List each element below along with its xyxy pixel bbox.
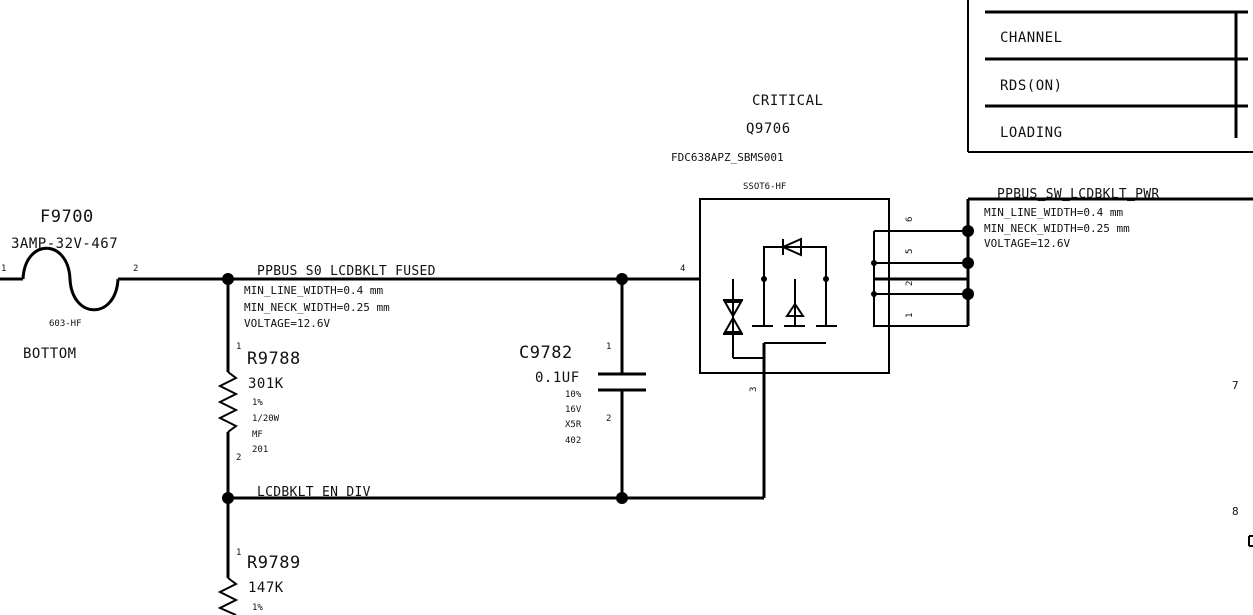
net-sw-label: PPBUS_SW_LCDBKLT_PWR MIN_LINE_WIDTH=0.4 … <box>984 187 1160 250</box>
spec-table: CHANNEL RDS(ON) LOADING <box>967 0 1253 153</box>
junction-dot <box>222 492 234 504</box>
resistor-r9789: R9789 147K 1% 1 <box>217 548 301 615</box>
net-sw-min-line-width: MIN_LINE_WIDTH=0.4 mm <box>984 206 1123 219</box>
r9788-pin2: 2 <box>236 453 241 463</box>
r9788-tolerance: 1% <box>252 398 263 408</box>
capacitor-c9782: C9782 0.1UF 10% 16V X5R 402 1 2 <box>519 342 646 446</box>
mosfet-q9706: CRITICAL Q9706 FDC638APZ_SBMS001 SSOT6-H… <box>671 93 968 392</box>
c9782-pin1: 1 <box>606 342 611 352</box>
net-sw-voltage: VOLTAGE=12.6V <box>984 237 1070 250</box>
fuse-package: 603-HF <box>49 319 82 329</box>
r9789-value: 147K <box>248 580 284 596</box>
c9782-voltage: 16V <box>565 405 582 415</box>
wires <box>118 197 1253 578</box>
c9782-value: 0.1UF <box>535 370 580 386</box>
pin-dot <box>871 291 877 297</box>
r9788-size: 201 <box>252 445 268 455</box>
q9706-pin2: 2 <box>905 281 915 286</box>
net-fused-min-line-width: MIN_LINE_WIDTH=0.4 mm <box>244 284 383 297</box>
c9782-ref: C9782 <box>519 343 573 363</box>
junction-dot <box>616 492 628 504</box>
q9706-part: FDC638APZ_SBMS001 <box>671 151 784 164</box>
pin-dot <box>871 260 877 266</box>
r9788-value: 301K <box>248 376 284 392</box>
fuse-side: BOTTOM <box>23 346 77 362</box>
r9789-pin1: 1 <box>236 548 241 558</box>
junctions <box>222 225 974 504</box>
q9706-ref: Q9706 <box>746 121 791 137</box>
net-fused-min-neck-width: MIN_NECK_WIDTH=0.25 mm <box>244 301 390 314</box>
zone-marker-7: 7 <box>1232 379 1239 392</box>
pin-dot <box>823 276 829 282</box>
net-sw-name: PPBUS_SW_LCDBKLT_PWR <box>997 187 1160 202</box>
c9782-dielectric: X5R <box>565 420 582 430</box>
r9788-pin1: 1 <box>236 342 241 352</box>
c9782-tolerance: 10% <box>565 390 582 400</box>
r9789-tolerance: 1% <box>252 603 263 613</box>
fuse-f9700: F9700 3AMP-32V-467 603-HF BOTTOM 1 2 <box>0 207 138 362</box>
table-row-channel: CHANNEL <box>1000 30 1063 46</box>
net-div-name: LCDBKLT_EN_DIV <box>257 485 371 500</box>
fuse-ref: F9700 <box>40 207 94 227</box>
c9782-size: 402 <box>565 436 581 446</box>
q9706-pin5: 5 <box>905 249 915 254</box>
fuse-value: 3AMP-32V-467 <box>11 236 118 252</box>
q9706-pin6: 6 <box>905 217 915 222</box>
c9782-pin2: 2 <box>606 414 611 424</box>
fuse-pin2: 2 <box>133 264 138 274</box>
resistor-r9788: R9788 301K 1% 1/20W MF 201 1 2 <box>217 342 301 463</box>
r9788-power: 1/20W <box>252 414 280 424</box>
r9788-type: MF <box>252 430 263 440</box>
table-row-loading: LOADING <box>1000 125 1063 141</box>
net-fused-label: PPBUS_S0_LCDBKLT_FUSED MIN_LINE_WIDTH=0.… <box>244 264 436 330</box>
q9706-pin3: 3 <box>749 387 759 392</box>
q9706-package: SSOT6-HF <box>743 182 786 192</box>
q9706-pin1: 1 <box>905 313 915 318</box>
q9706-pin4: 4 <box>680 264 685 274</box>
table-row-rds-on: RDS(ON) <box>1000 78 1063 94</box>
r9789-ref: R9789 <box>247 553 301 573</box>
r9788-ref: R9788 <box>247 349 301 369</box>
net-fused-voltage: VOLTAGE=12.6V <box>244 317 330 330</box>
junction-dot <box>616 273 628 285</box>
zone-marker-8: 8 <box>1232 505 1239 518</box>
fuse-pin1: 1 <box>1 264 6 274</box>
net-fused-name: PPBUS_S0_LCDBKLT_FUSED <box>257 264 436 279</box>
q9706-critical: CRITICAL <box>752 93 823 109</box>
pin-dot <box>761 276 767 282</box>
junction-dot <box>222 273 234 285</box>
net-sw-min-neck-width: MIN_NECK_WIDTH=0.25 mm <box>984 222 1130 235</box>
